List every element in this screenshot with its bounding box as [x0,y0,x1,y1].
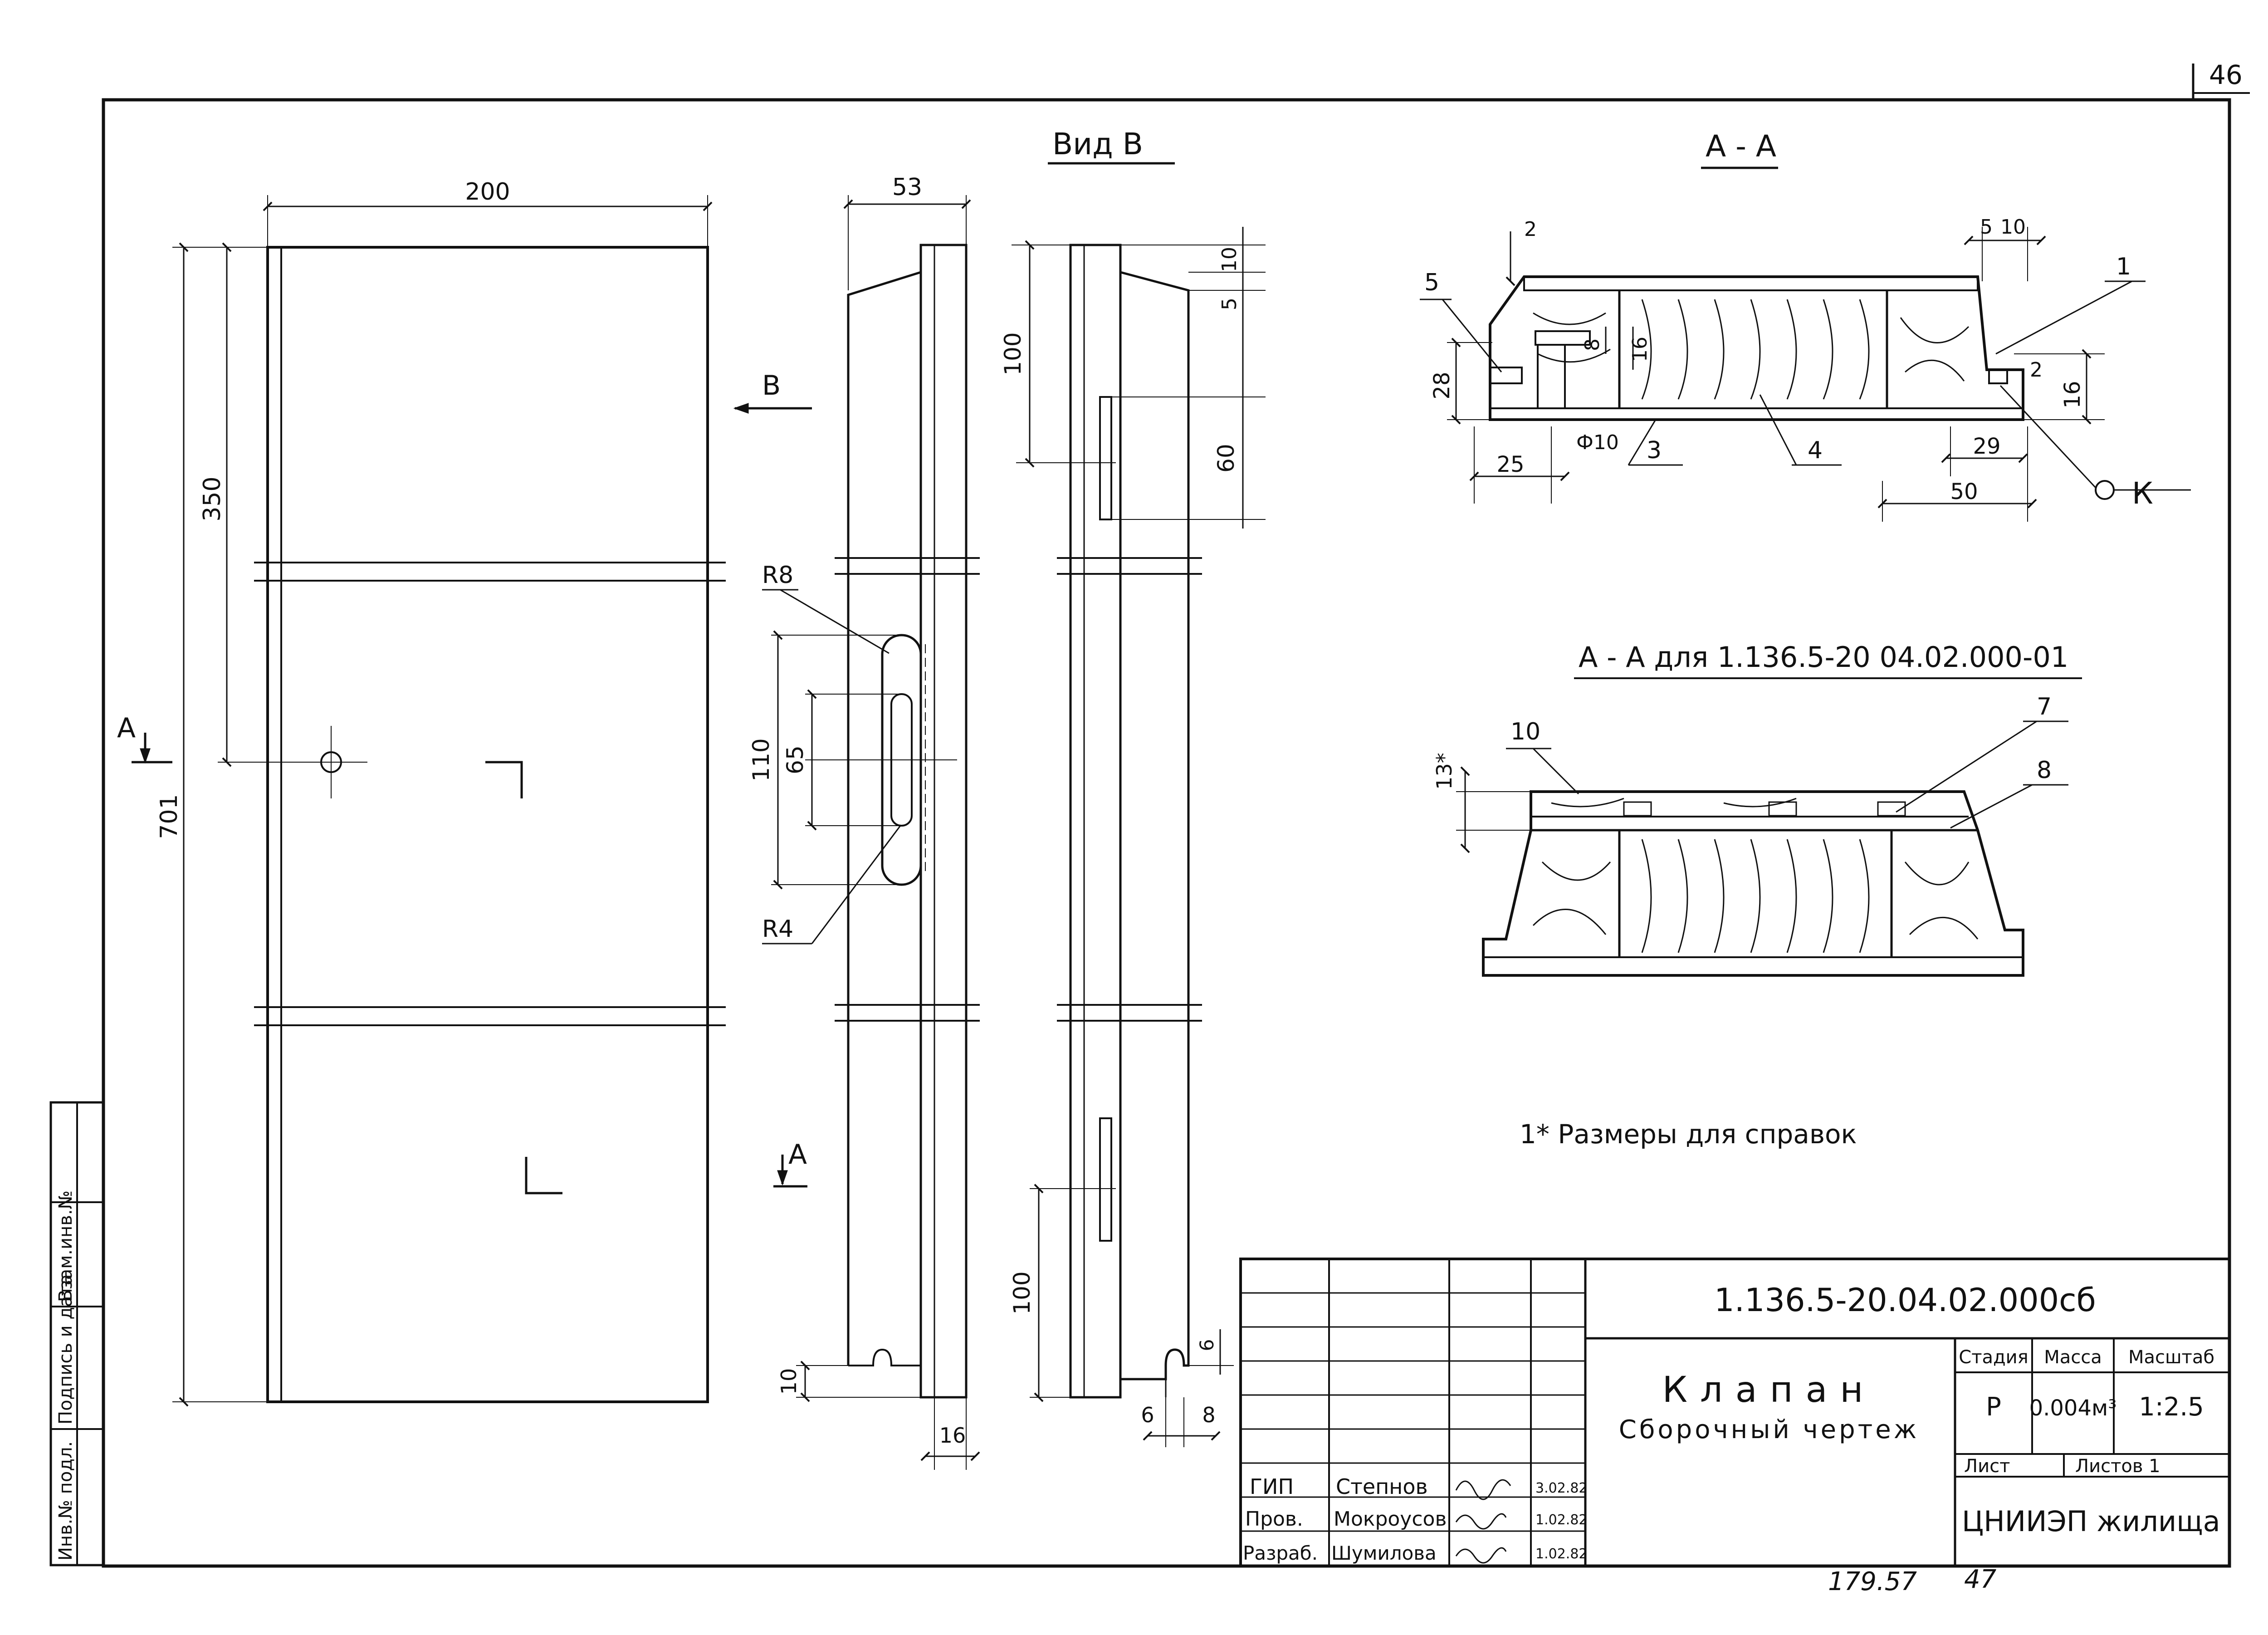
callout-section-4: 4 [1808,437,1823,464]
sig-name-gip: Степнов [1336,1474,1428,1499]
signature-mark [1455,1547,1507,1564]
section-a-a-variant: А - А для 1.136.5-20 04.02.000-01 13* 10… [1432,641,2082,977]
dim-side-bottom: 10 [777,1368,801,1395]
dim-back-top-b: 5 [1218,298,1241,310]
section-mark-a-bottom: А [788,1139,807,1170]
dim-slot-inner: 65 [782,745,808,774]
header-mass: Масса [2044,1347,2102,1368]
signature-mark [1455,1513,1507,1530]
dim-section-2: 2 [1524,218,1537,241]
radius-r4: R4 [762,915,793,943]
dim-back-lower: 100 [1009,1271,1035,1314]
mass-value: 0.004м³ [2029,1395,2117,1421]
document-code: 1.136.5-20.04.02.000сб [1714,1282,2096,1319]
callout-section-1: 1 [2116,253,2131,280]
sig-role-gip: ГИП [1250,1474,1294,1499]
view-arrow-b: В [762,370,781,401]
dim-section-5: 5 [1980,215,1993,239]
sig-date-razrab: 1.02.82 [1535,1546,1588,1562]
sig-name-razrab: Шумилова [1331,1542,1437,1564]
front-view: 200 701 350 А А В [117,178,812,1407]
dim-section-25: 25 [1496,452,1524,477]
bottom-number-right: 47 [1964,1565,1997,1594]
dim-section-28: 28 [1429,372,1455,399]
sheet-frame: 46 Инв.№ подл. Подпись и дата Взам.инв.№ [49,59,2250,1568]
signature-row-prov: Пров. Мокроусов 1.02.82 [1245,1508,1588,1531]
view-title-vid-b: Вид В [1052,127,1143,162]
stage-value: Р [1986,1392,2001,1422]
reference-note: 1* Размеры для справок [1520,1119,1857,1150]
stamp-inv-podl: Инв.№ подл. [55,1441,76,1561]
bottom-number-left: 179.57 [1828,1567,1917,1596]
signature-row-razrab: Разраб. Шумилова 1.02.82 [1243,1542,1588,1564]
radius-r8: R8 [762,562,793,589]
dim-back-top-a: 10 [1218,247,1241,272]
side-view-b: Вид В 53 110 65 R8 R4 [748,127,1175,1470]
dim-section-29: 29 [1973,434,2000,459]
view-title-a-a: А - А [1706,129,1776,164]
dim-front-height: 701 [156,794,183,839]
drawing-name: Клапан [1662,1370,1876,1410]
dim-back-bottom-b: 8 [1202,1403,1215,1427]
dim-back-bottom-a: 6 [1141,1403,1154,1427]
callout-variant-8: 8 [2037,757,2052,784]
sig-date-prov: 1.02.82 [1535,1512,1588,1528]
dim-section-2b: 2 [2030,358,2043,382]
dim-section-16a: 16 [1628,337,1652,362]
dim-section-10: 10 [2000,215,2026,239]
section-mark-a-top: А [117,712,136,744]
dim-section-50: 50 [1950,479,1978,504]
dim-side-thickness: 53 [892,174,922,201]
dim-back-right: 6 [1196,1339,1218,1351]
callout-variant-10: 10 [1510,718,1540,745]
dim-variant-13: 13* [1432,753,1457,790]
stamp-vzam-inv: Взам.инв.№ [55,1190,76,1302]
signature-row-gip: ГИП Степнов 3.02.82 [1250,1474,1588,1500]
section-a-a: А - А 2 5 10 28 8 16 2 [1420,129,2191,522]
sheets-count: Листов 1 [2075,1456,2160,1477]
callout-section-3: 3 [1647,437,1662,464]
dim-section-8: 8 [1581,338,1604,351]
dim-section-phi: Ф10 [1576,431,1619,454]
dim-front-width: 200 [465,178,510,206]
callout-section-5: 5 [1424,269,1439,296]
sheet-label: Лист [1964,1456,2010,1477]
sig-date-gip: 3.02.82 [1535,1480,1588,1496]
title-block: ГИП Степнов 3.02.82 Пров. Мокроусов 1.02… [1239,1258,2231,1567]
dim-section-16b: 16 [2060,381,2085,408]
organization-name: ЦНИИЭП жилища [1962,1505,2220,1538]
sig-name-prov: Мокроусов [1334,1508,1447,1531]
back-view: 10 5 60 100 100 6 6 8 [1000,227,1266,1447]
dim-back-slot: 60 [1213,444,1239,473]
drawing-subtitle: Сборочный чертеж [1619,1415,1919,1444]
callout-variant-7: 7 [2037,693,2052,720]
marker-k: К [2132,476,2153,511]
stamp-podpis-data: Подпись и дата [55,1274,76,1425]
dim-back-upper: 100 [1000,332,1026,375]
header-scale: Масштаб [2128,1347,2214,1368]
view-title-a-a-variant: А - А для 1.136.5-20 04.02.000-01 [1579,641,2068,674]
dim-slot-outer: 110 [748,738,774,781]
page-number: 46 [2209,59,2243,90]
dim-front-hole-pos: 350 [199,476,226,521]
signature-mark [1455,1479,1511,1500]
header-stage: Стадия [1959,1347,2028,1368]
sig-role-prov: Пров. [1245,1508,1303,1531]
scale-value: 1:2.5 [2139,1392,2204,1422]
sig-role-razrab: Разраб. [1243,1542,1318,1564]
dim-side-edge: 16 [939,1423,966,1448]
